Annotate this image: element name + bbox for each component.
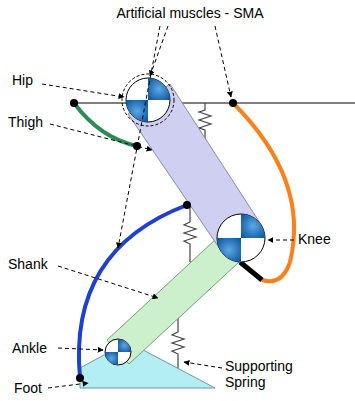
sma-muscle [74,103,137,146]
leader-line [58,266,158,298]
knee-joint [217,238,241,262]
leader-line [58,348,103,350]
anchor-dot [183,201,191,209]
hip-joint [148,78,170,100]
leader-line [42,84,124,97]
foot-shape [80,342,215,388]
part-label: Ankle [12,340,47,356]
leader-line [184,362,222,368]
part-label: Knee [298,231,331,247]
anchor-dot [229,99,237,107]
part-label: Thigh [8,114,43,130]
part-label: Hip [12,72,33,88]
ankle-joint [105,339,131,365]
leader-line [50,124,152,150]
hip-joint [126,100,148,122]
joint-outline [122,74,174,126]
anchor-dot [76,374,84,382]
part-label: Supporting Spring [225,358,305,390]
callout-label: Artificial muscles - SMA [116,5,263,21]
knee-joint [241,214,265,238]
spring-symbol [172,318,184,370]
part-label: Foot [14,380,42,396]
knee-joint [217,214,265,262]
hip-joint [126,78,170,122]
leader-line [118,26,160,248]
leader-line [48,383,88,388]
tendon-link [240,262,262,280]
body-line [74,102,355,103]
anchor-dot [70,99,78,107]
shank-shape [107,226,252,364]
sma-muscle [79,205,187,378]
leader-line [268,240,294,241]
ankle-joint [105,352,118,365]
leader-line [215,26,231,97]
leader-lines [42,26,294,388]
spring-symbol [184,205,196,262]
ankle-joint [118,339,131,352]
part-label: Shank [8,256,48,272]
